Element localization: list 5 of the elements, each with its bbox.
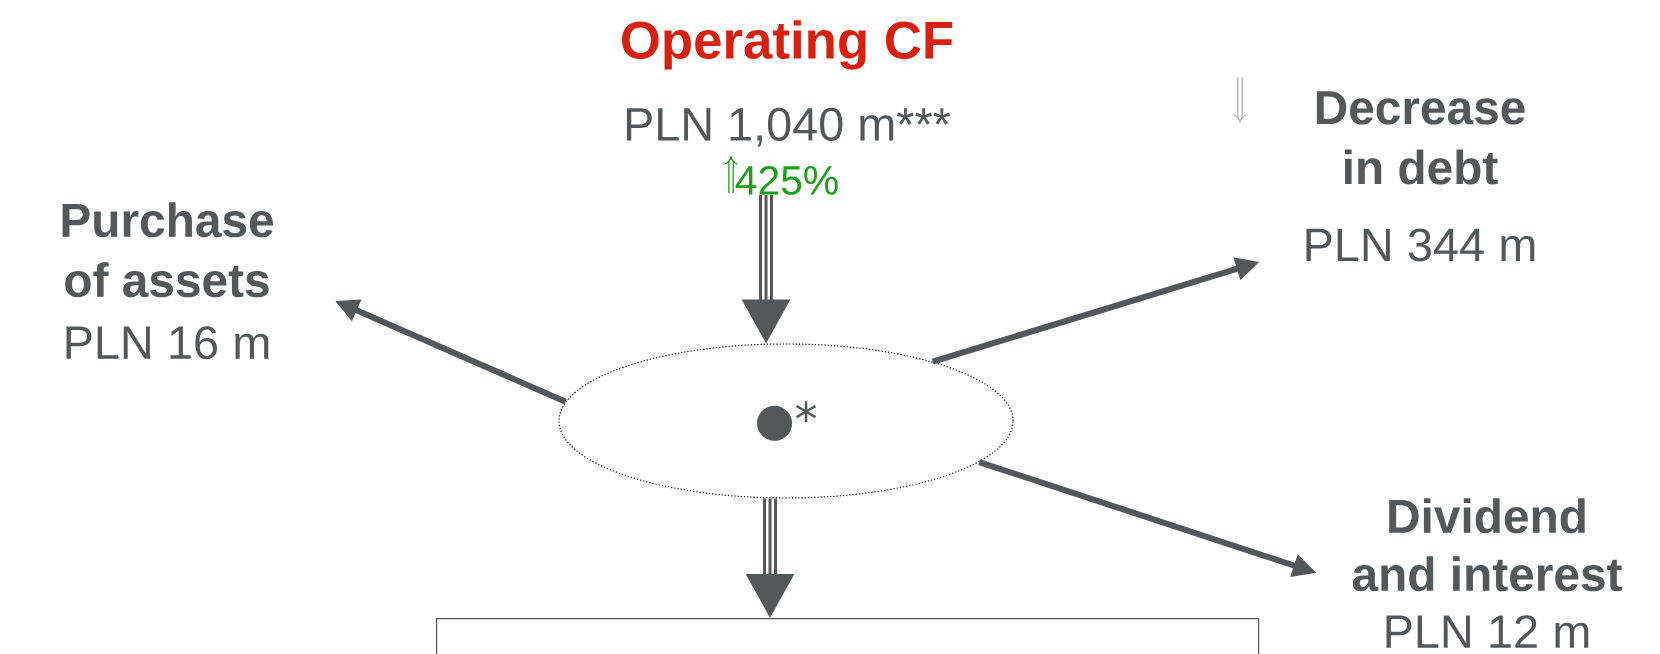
cash-flow-label: Dividend and interest PLN 12 m xyxy=(1352,498,1622,648)
cash-flow-label: Decrease in debt PLN 344 m xyxy=(1306,91,1535,262)
cash-flow-label: Purchase of assets PLN 16 m xyxy=(62,202,274,360)
cash-flow-label: Operating CF PLN 1,040 m*** 425% xyxy=(621,20,953,195)
bottom-box xyxy=(436,618,1260,654)
